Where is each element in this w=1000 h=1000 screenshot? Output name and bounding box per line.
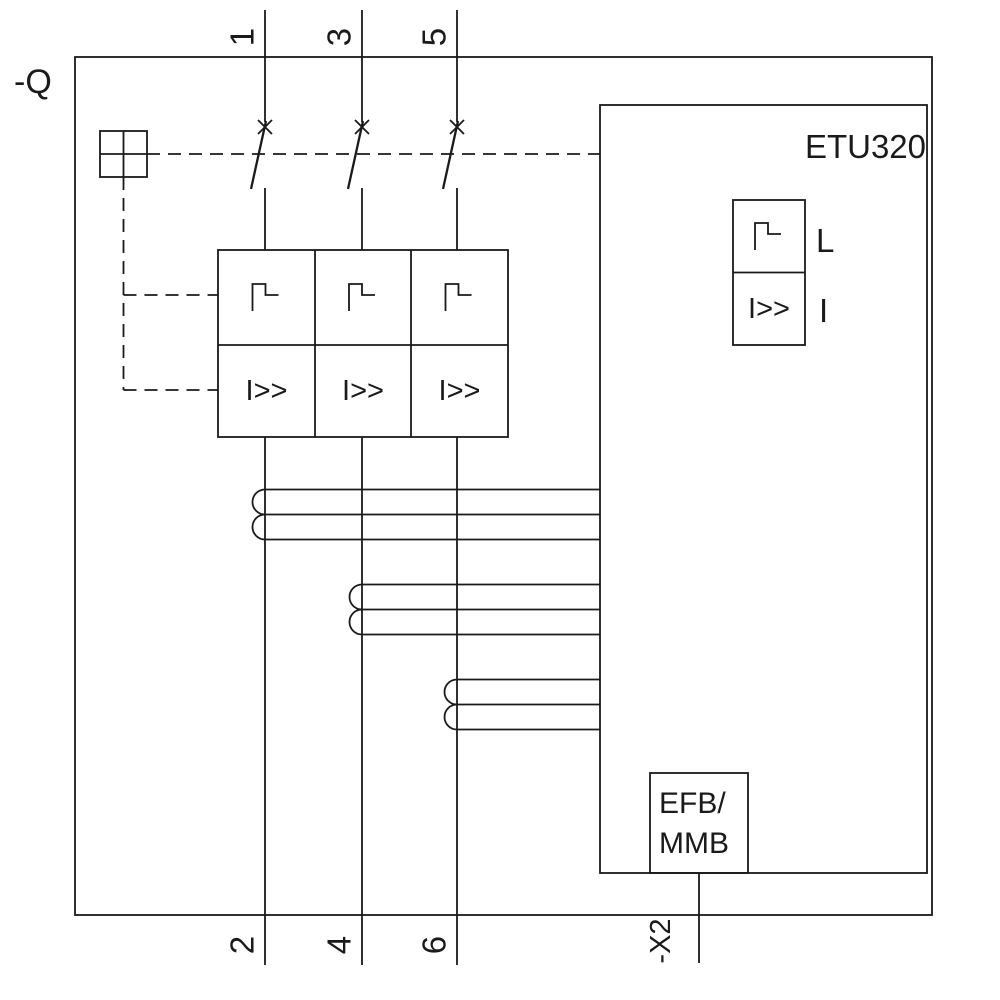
pole-3: 5 6 [416,10,465,965]
etu-title: ETU320 [805,128,926,165]
inverse-time-curve-icon [348,283,375,311]
instantaneous-label: I [819,292,828,329]
instantaneous-cell-label: I>> [246,375,288,407]
inverse-time-curve-icon [444,283,472,311]
current-sensor-coil [251,513,266,541]
current-sensor-coil [251,488,266,516]
current-sensor-pole-2 [348,583,600,636]
terminal-label-top: 3 [321,28,358,46]
etu-function-box: I>> L I [732,199,834,346]
trip-unit-grid: I>> I>> I>> [217,249,509,438]
terminal-label-bottom: 4 [321,936,358,954]
breaker-contact-blade [441,120,460,190]
current-sensor-pole-3 [443,678,600,731]
etu-box [599,104,928,874]
pole-1: 1 2 [224,10,273,965]
current-sensor-pole-1 [251,488,600,541]
mechanism-linkage [99,130,600,391]
breaker-contact-blade [249,120,268,190]
current-sensor-coil [348,583,363,611]
terminal-label-top: 1 [224,28,261,46]
device-boundary [74,56,933,916]
inverse-time-curve-icon [754,222,781,250]
efb-box-line1: EFB/ [659,787,726,820]
instantaneous-symbol: I>> [748,293,790,325]
device-designation: -Q [14,63,52,101]
connector-designation: -X2 [645,918,677,963]
trip-grid-outline [217,249,509,438]
pole-2: 3 4 [321,10,370,965]
current-sensor-coil [443,678,458,706]
instantaneous-cell-label: I>> [439,375,481,407]
instantaneous-cell-label: I>> [342,375,384,407]
long-time-label: L [816,222,834,259]
breaker-contact-blade [346,120,365,190]
terminal-label-bottom: 6 [416,936,453,954]
efb-mmb-box: EFB/ MMB -X2 [645,772,749,964]
terminal-label-bottom: 2 [224,936,261,954]
terminal-label-top: 5 [416,28,453,46]
current-sensor-coil [348,608,363,636]
inverse-time-curve-icon [251,283,279,311]
efb-box-line2: MMB [659,827,729,860]
current-sensor-coil [443,703,458,731]
